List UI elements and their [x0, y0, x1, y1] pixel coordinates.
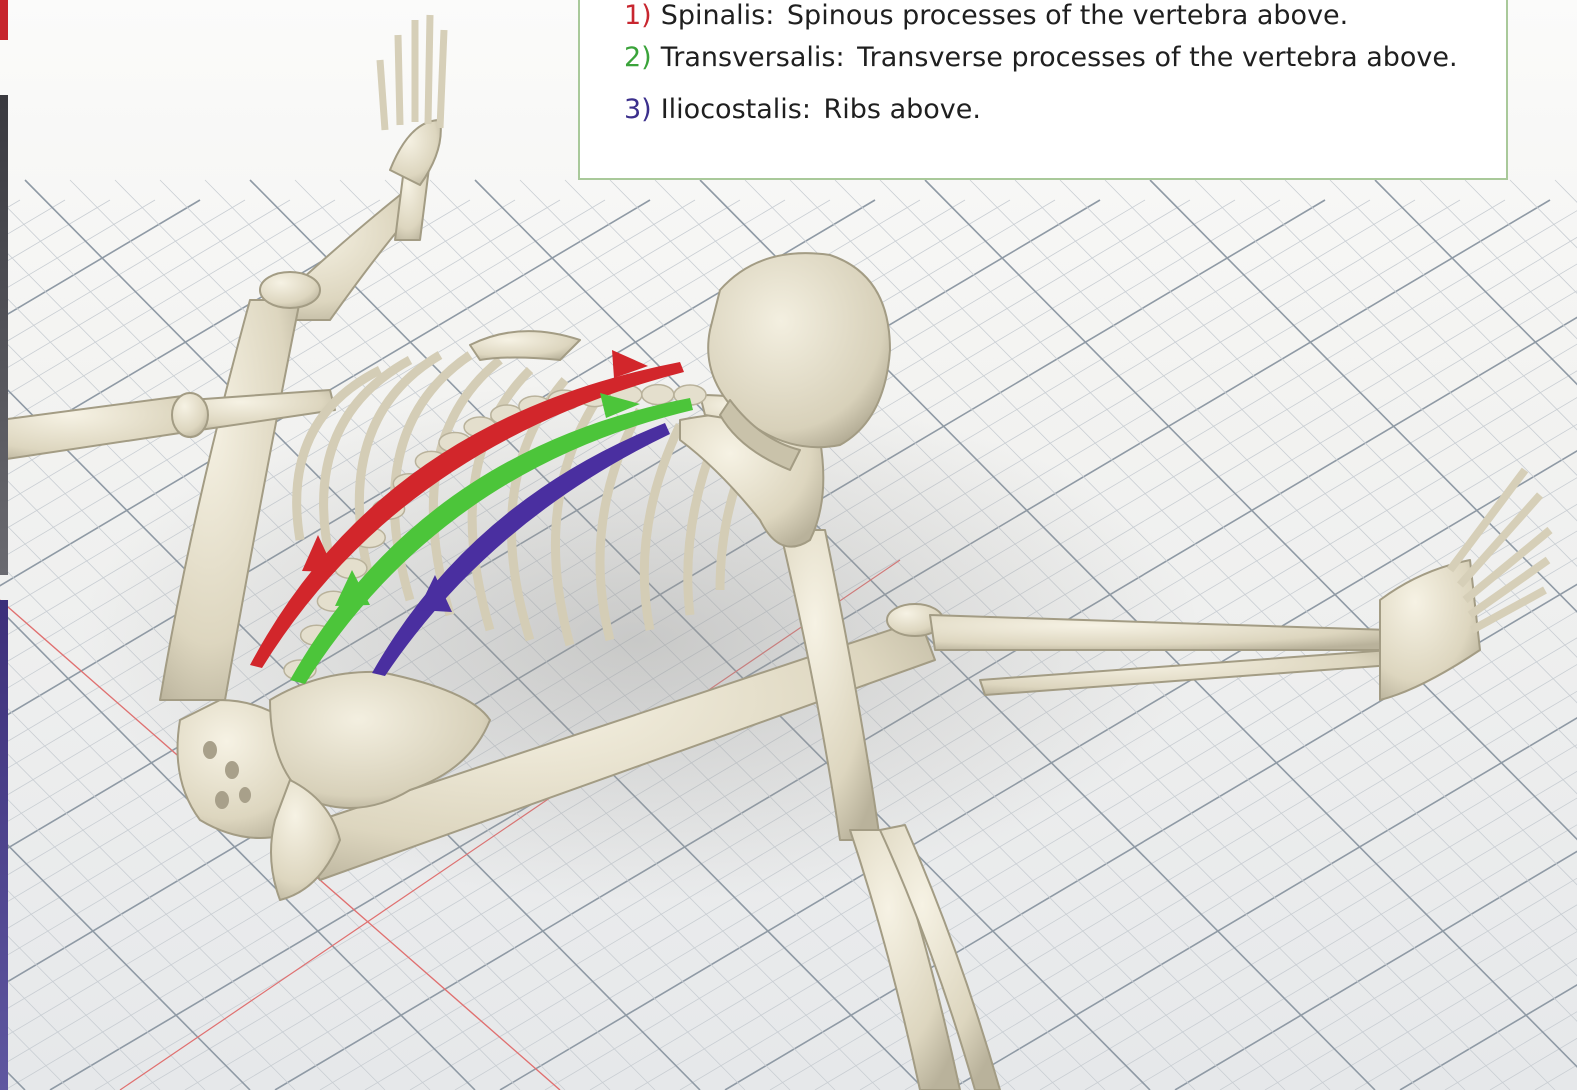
legend-number: 3) [624, 94, 652, 125]
elbow [172, 393, 208, 437]
legend-number: 2) [624, 42, 652, 73]
legend-item-spinalis: 1) Spinalis: Spinous processes of the ver… [624, 0, 1348, 31]
chapter-tab-dark [0, 95, 8, 575]
chapter-tab-red [0, 0, 8, 40]
legend-item-iliocostalis: 3) Iliocostalis: Ribs above. [624, 94, 981, 125]
legend-item-transversalis: 2) Transversalis: Transverse processes of… [624, 42, 1458, 73]
legend-muscle-name: Iliocostalis: [661, 94, 811, 125]
knee-cap [260, 272, 320, 308]
chapter-tab-purple [0, 600, 8, 1090]
legend-muscle-name: Spinalis: [661, 0, 775, 31]
legend-attachment: Spinous processes of the vertebra above. [787, 0, 1348, 31]
legend-attachment: Ribs above. [824, 94, 981, 125]
legend-number: 1) [624, 0, 652, 31]
muscle-attachment-legend: 1) Spinalis: Spinous processes of the ver… [578, 0, 1508, 180]
vertebra [642, 385, 674, 405]
legend-muscle-name: Transversalis: [661, 42, 845, 73]
legend-attachment: Transverse processes of the vertebra abo… [857, 42, 1457, 73]
